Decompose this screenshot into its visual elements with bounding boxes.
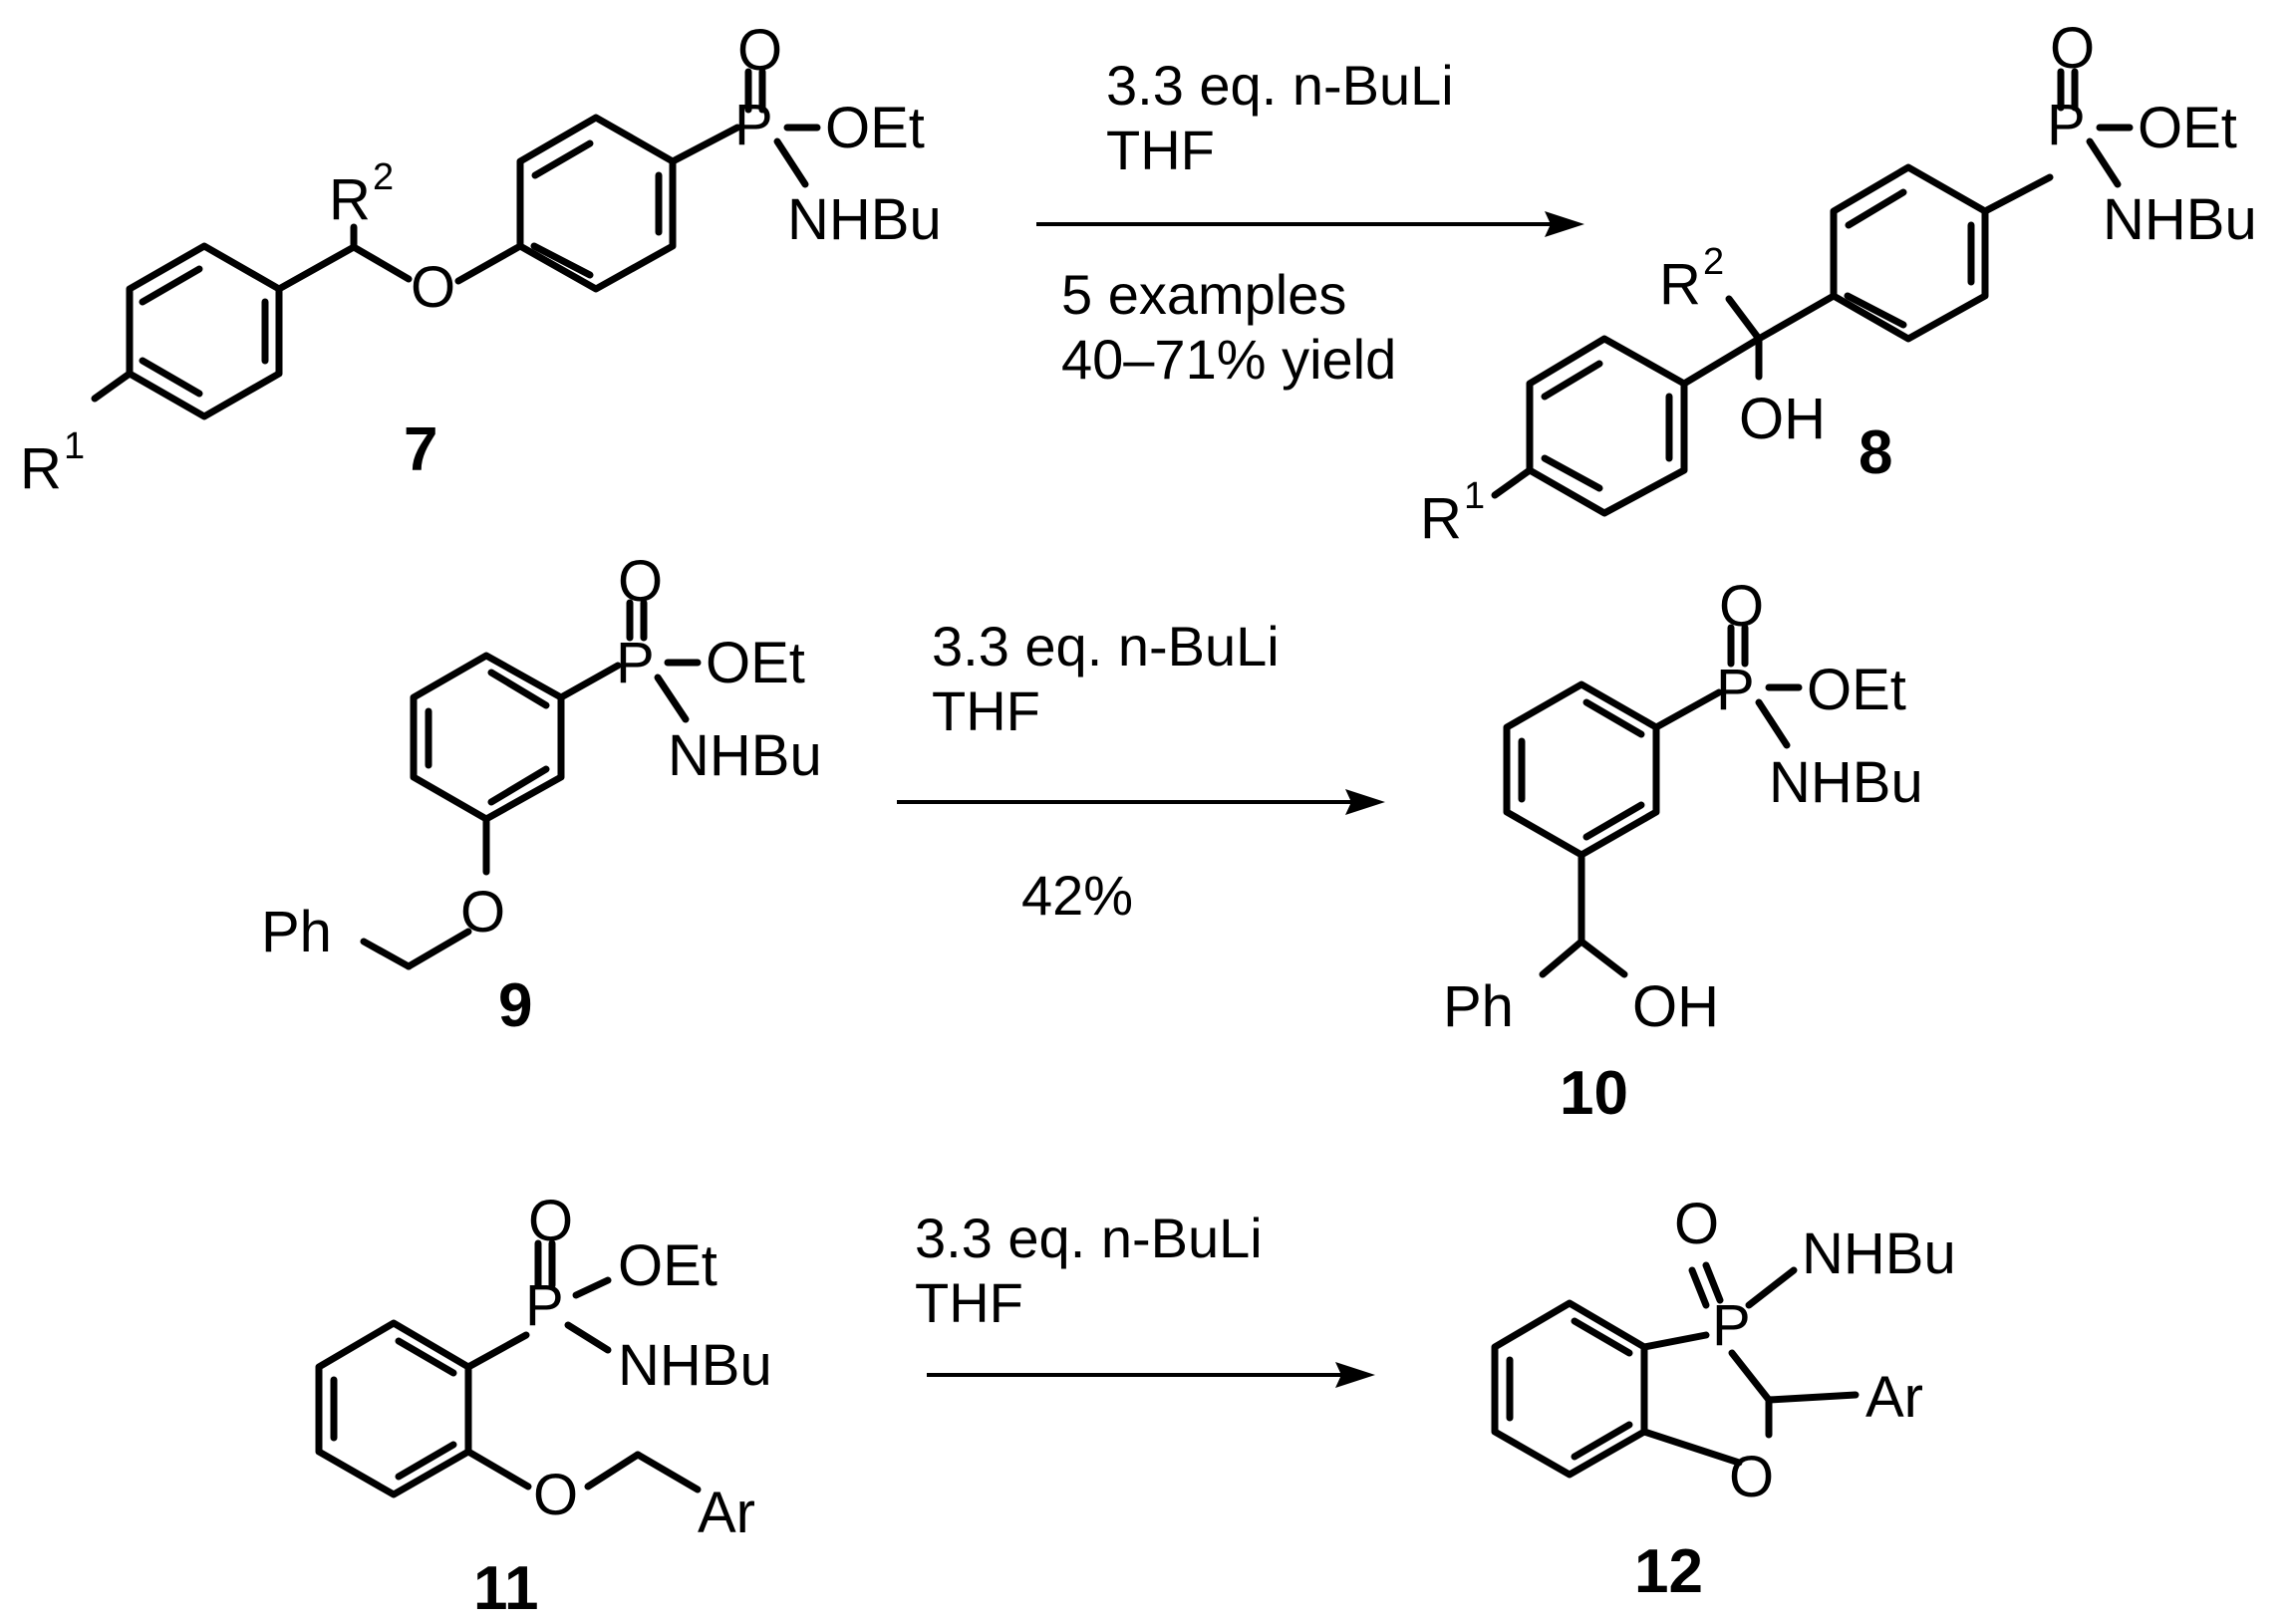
atom-label-O: O [618,549,663,614]
atom-label-R2: R [329,167,371,232]
atom-label-P: P [1712,1293,1751,1358]
atom-label-OEt: OEt [618,1233,717,1298]
compound-9-labels: P O OEt NHBu O Ph [261,549,822,964]
atom-label-P: P [2047,93,2086,157]
examples-label-1: 5 examples [1061,263,1346,326]
compound-8-labels: P O OEt NHBu R 2 OH R 1 [1420,16,2257,551]
atom-label-R1-sup: 1 [1464,475,1485,517]
atom-label-Ar: Ar [698,1481,755,1545]
atom-label-NHBu: NHBu [618,1333,772,1398]
atom-label-NHBu: NHBu [1802,1221,1956,1286]
compound-10-labels: P O OEt NHBu Ph OH [1443,574,1923,1039]
atom-label-R1: R [20,436,62,501]
compound-8: P O OEt NHBu R 2 OH R 1 8 [1420,16,2257,551]
atom-label-OH: OH [1632,974,1719,1039]
compound-number-10: 10 [1560,1059,1628,1128]
atom-label-P: P [616,631,655,695]
reagent-label-1: 3.3 eq. n-BuLi [1106,54,1454,117]
atom-label-OEt: OEt [1807,658,1906,722]
compound-8-bonds [1491,68,2134,517]
atom-label-O: O [1674,1192,1719,1256]
reagent-label-2: 3.3 eq. n-BuLi [932,615,1280,677]
atom-label-O: O [1719,574,1764,639]
atom-label-NHBu: NHBu [1769,750,1923,815]
atom-label-OH: OH [1739,387,1826,451]
yield-label-2: 42% [1021,864,1133,927]
compound-11: P O OEt NHBu O Ar 11 [315,1189,772,1623]
compound-10: P O OEt NHBu Ph OH 10 [1443,574,1923,1128]
atom-label-OEt: OEt [706,631,805,695]
atom-label-P: P [1716,658,1755,722]
atom-label-O-ether: O [460,880,505,945]
solvent-label-2: THF [932,679,1040,742]
atom-label-R2: R [1659,252,1701,317]
compound-number-9: 9 [498,971,532,1040]
reaction-arrow-2 [897,789,1385,815]
atom-label-Ar: Ar [1865,1365,1923,1430]
atom-label-NHBu: NHBu [787,187,942,252]
compound-9-bonds [360,599,702,970]
compound-11-bonds [315,1239,702,1498]
reagent-label-3: 3.3 eq. n-BuLi [915,1207,1263,1269]
compound-12: P O NHBu O Ar 12 [1491,1192,1956,1606]
atom-label-O: O [528,1189,573,1253]
compound-11-labels: P O OEt NHBu O Ar [525,1189,772,1545]
yield-label-1: 40–71% yield [1061,328,1396,391]
compound-number-8: 8 [1859,418,1892,487]
atom-label-Ph: Ph [261,900,332,964]
atom-label-R1-sup: 1 [64,425,85,467]
atom-label-NHBu: NHBu [668,723,822,788]
atom-label-R2-sup: 2 [373,156,394,198]
compound-7-bonds [91,68,821,420]
compound-number-12: 12 [1634,1537,1703,1606]
reaction-arrow-3 [927,1362,1375,1388]
atom-label-P: P [734,93,773,157]
compound-7-labels: P O OEt NHBu O R 2 R 1 [20,18,942,501]
atom-label-OEt: OEt [825,96,925,160]
compound-12-bonds [1491,1261,1860,1479]
atom-label-Ph: Ph [1443,974,1514,1039]
solvent-label-3: THF [915,1271,1023,1334]
atom-label-O-ether: O [411,255,455,320]
atom-label-O: O [737,18,782,83]
solvent-label-1: THF [1106,119,1215,181]
atom-label-O-ring: O [1729,1445,1774,1509]
atom-label-OEt: OEt [2138,96,2237,160]
atom-label-R2-sup: 2 [1703,241,1724,283]
atom-label-O: O [2050,16,2095,81]
atom-label-R1: R [1420,486,1462,551]
atom-label-P: P [525,1273,564,1338]
reaction-arrow-1 [1036,211,1584,237]
compound-12-labels: P O NHBu O Ar [1674,1192,1956,1509]
compound-number-7: 7 [404,415,437,484]
compound-7: P O OEt NHBu O R 2 R 1 7 [20,18,942,501]
atom-label-NHBu: NHBu [2103,187,2257,252]
compound-9: P O OEt NHBu O Ph 9 [261,549,822,1040]
atom-label-O-ether: O [533,1463,578,1527]
compound-10-bonds [1503,624,1803,978]
compound-number-11: 11 [473,1554,539,1623]
